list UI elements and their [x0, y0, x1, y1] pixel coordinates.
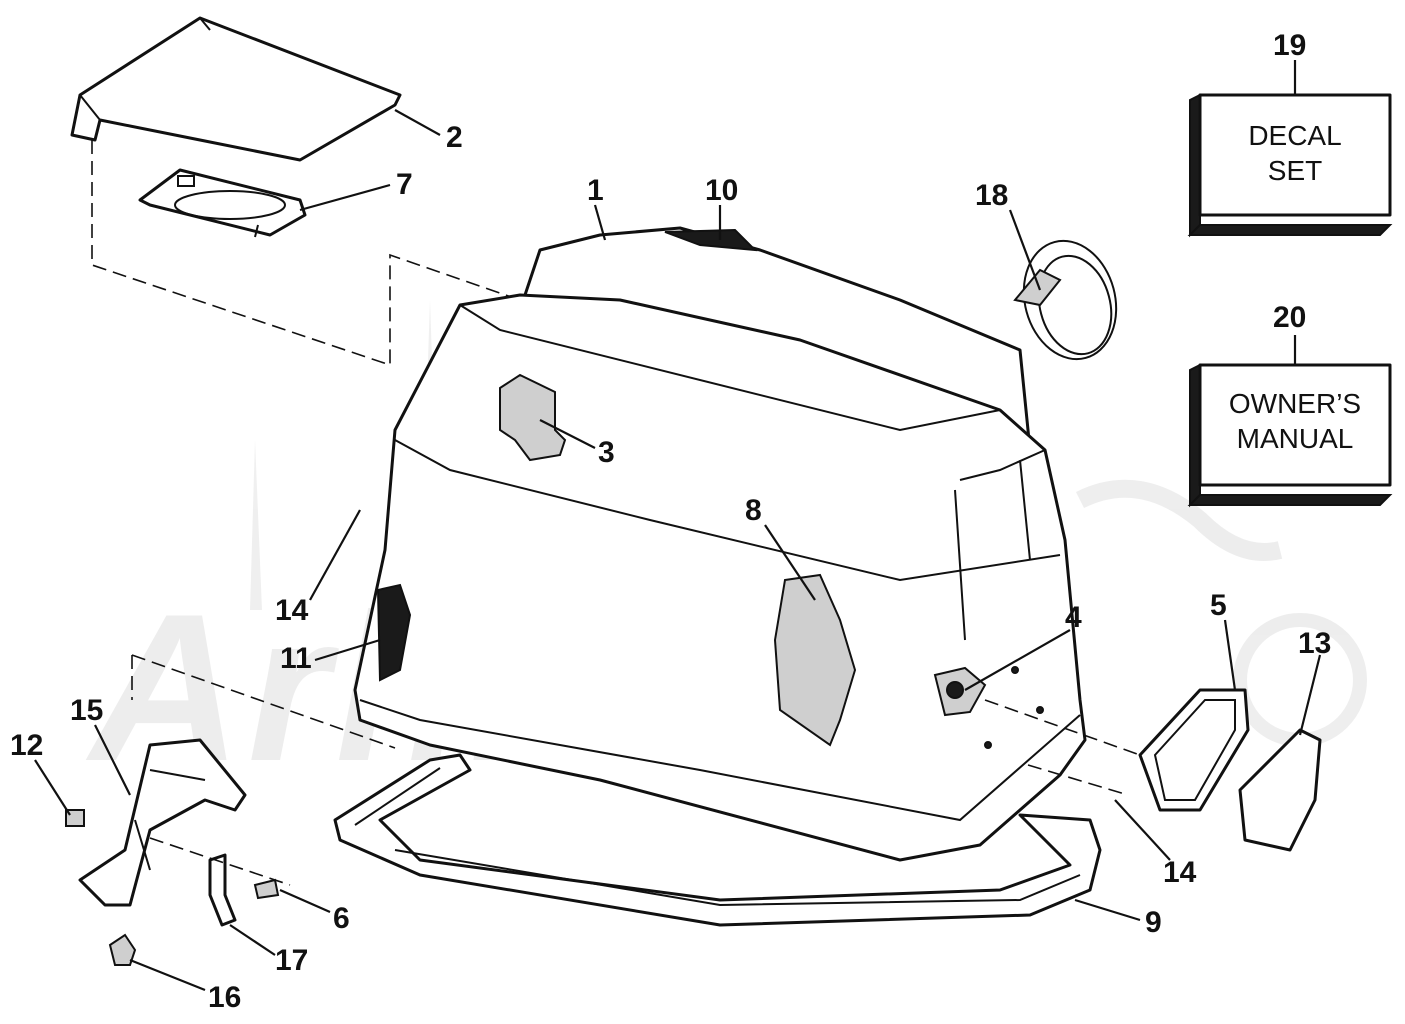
strap-part [208, 853, 237, 927]
callout-12: 12 [10, 729, 43, 762]
bracket-part [78, 738, 247, 907]
callout-18: 18 [975, 179, 1008, 212]
callout-2: 2 [446, 121, 463, 154]
callout-11: 11 [280, 642, 312, 675]
callout-20: 20 [1273, 301, 1306, 334]
screw-part [253, 878, 280, 900]
owners-manual-line2: MANUAL [1237, 423, 1354, 454]
owners-manual-line1: OWNER’S [1229, 388, 1361, 419]
main-hood-part [353, 293, 1087, 862]
decal-set-line1: DECAL [1248, 120, 1341, 151]
top-cover-part [70, 16, 402, 162]
alignment-line-bottom [131, 654, 396, 749]
callout-19: 19 [1273, 29, 1306, 62]
gasket-plate-part [138, 168, 307, 238]
decal-set-line2: SET [1268, 155, 1322, 186]
callout-1: 1 [587, 174, 604, 207]
callout-6: 6 [333, 902, 350, 935]
grommet-frame-part [1138, 688, 1250, 812]
owners-manual-box: OWNER’S MANUAL [1187, 363, 1393, 508]
callout-15: 15 [70, 694, 103, 727]
alignment-line-top [91, 140, 521, 367]
callout-5: 5 [1210, 589, 1227, 622]
callout-14-left: 14 [275, 594, 309, 627]
cover-plate-part [1238, 728, 1322, 852]
mount-part [108, 933, 137, 966]
seal-ring-part [333, 753, 1102, 927]
latch-part-10 [664, 228, 758, 252]
callout-16: 16 [208, 981, 241, 1014]
callout-7: 7 [396, 168, 413, 201]
callout-17: 17 [275, 944, 308, 977]
callout-8: 8 [745, 494, 762, 527]
callout-3: 3 [598, 436, 615, 469]
callout-14-right: 14 [1163, 856, 1197, 889]
callout-numbers: 2 7 1 10 18 3 19 20 14 8 4 5 13 11 15 12… [10, 29, 1331, 1014]
callout-9: 9 [1145, 906, 1162, 939]
decal-set-box: DECAL SET [1187, 93, 1393, 238]
lanyard-cord-part [1013, 239, 1118, 361]
callout-13: 13 [1298, 627, 1331, 660]
leader-lines [34, 60, 1322, 992]
callout-10: 10 [705, 174, 738, 207]
callout-4: 4 [1065, 601, 1082, 634]
